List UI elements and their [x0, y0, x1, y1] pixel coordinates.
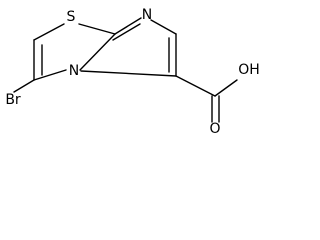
- atom-sulfur: S: [67, 9, 76, 25]
- bond-s-c2: [78, 23, 116, 35]
- bond-s-c5: [33, 23, 65, 41]
- bond-c4-br: [13, 79, 35, 93]
- atom-hydroxyl: OH: [238, 62, 260, 78]
- atom-nitrogen-bridge: N: [69, 63, 79, 79]
- bond-c5im-cooh: [175, 75, 216, 97]
- bond-nbridge-c2: [79, 33, 116, 71]
- atom-carbonyl-oxygen: O: [209, 121, 220, 137]
- bond-c2-nring: [114, 17, 142, 35]
- bond-c4-nbridge: [33, 69, 67, 81]
- bond-c2-nring-double: [112, 23, 141, 41]
- structure-diagram: S N N Br OH O: [5, 7, 260, 137]
- atom-nitrogen-ring: N: [142, 7, 152, 23]
- bond-c5im-nbridge: [80, 70, 177, 77]
- bond-cooh-oh: [214, 79, 238, 97]
- atom-bromine: Br: [5, 92, 21, 108]
- bond-nring-c: [150, 19, 177, 35]
